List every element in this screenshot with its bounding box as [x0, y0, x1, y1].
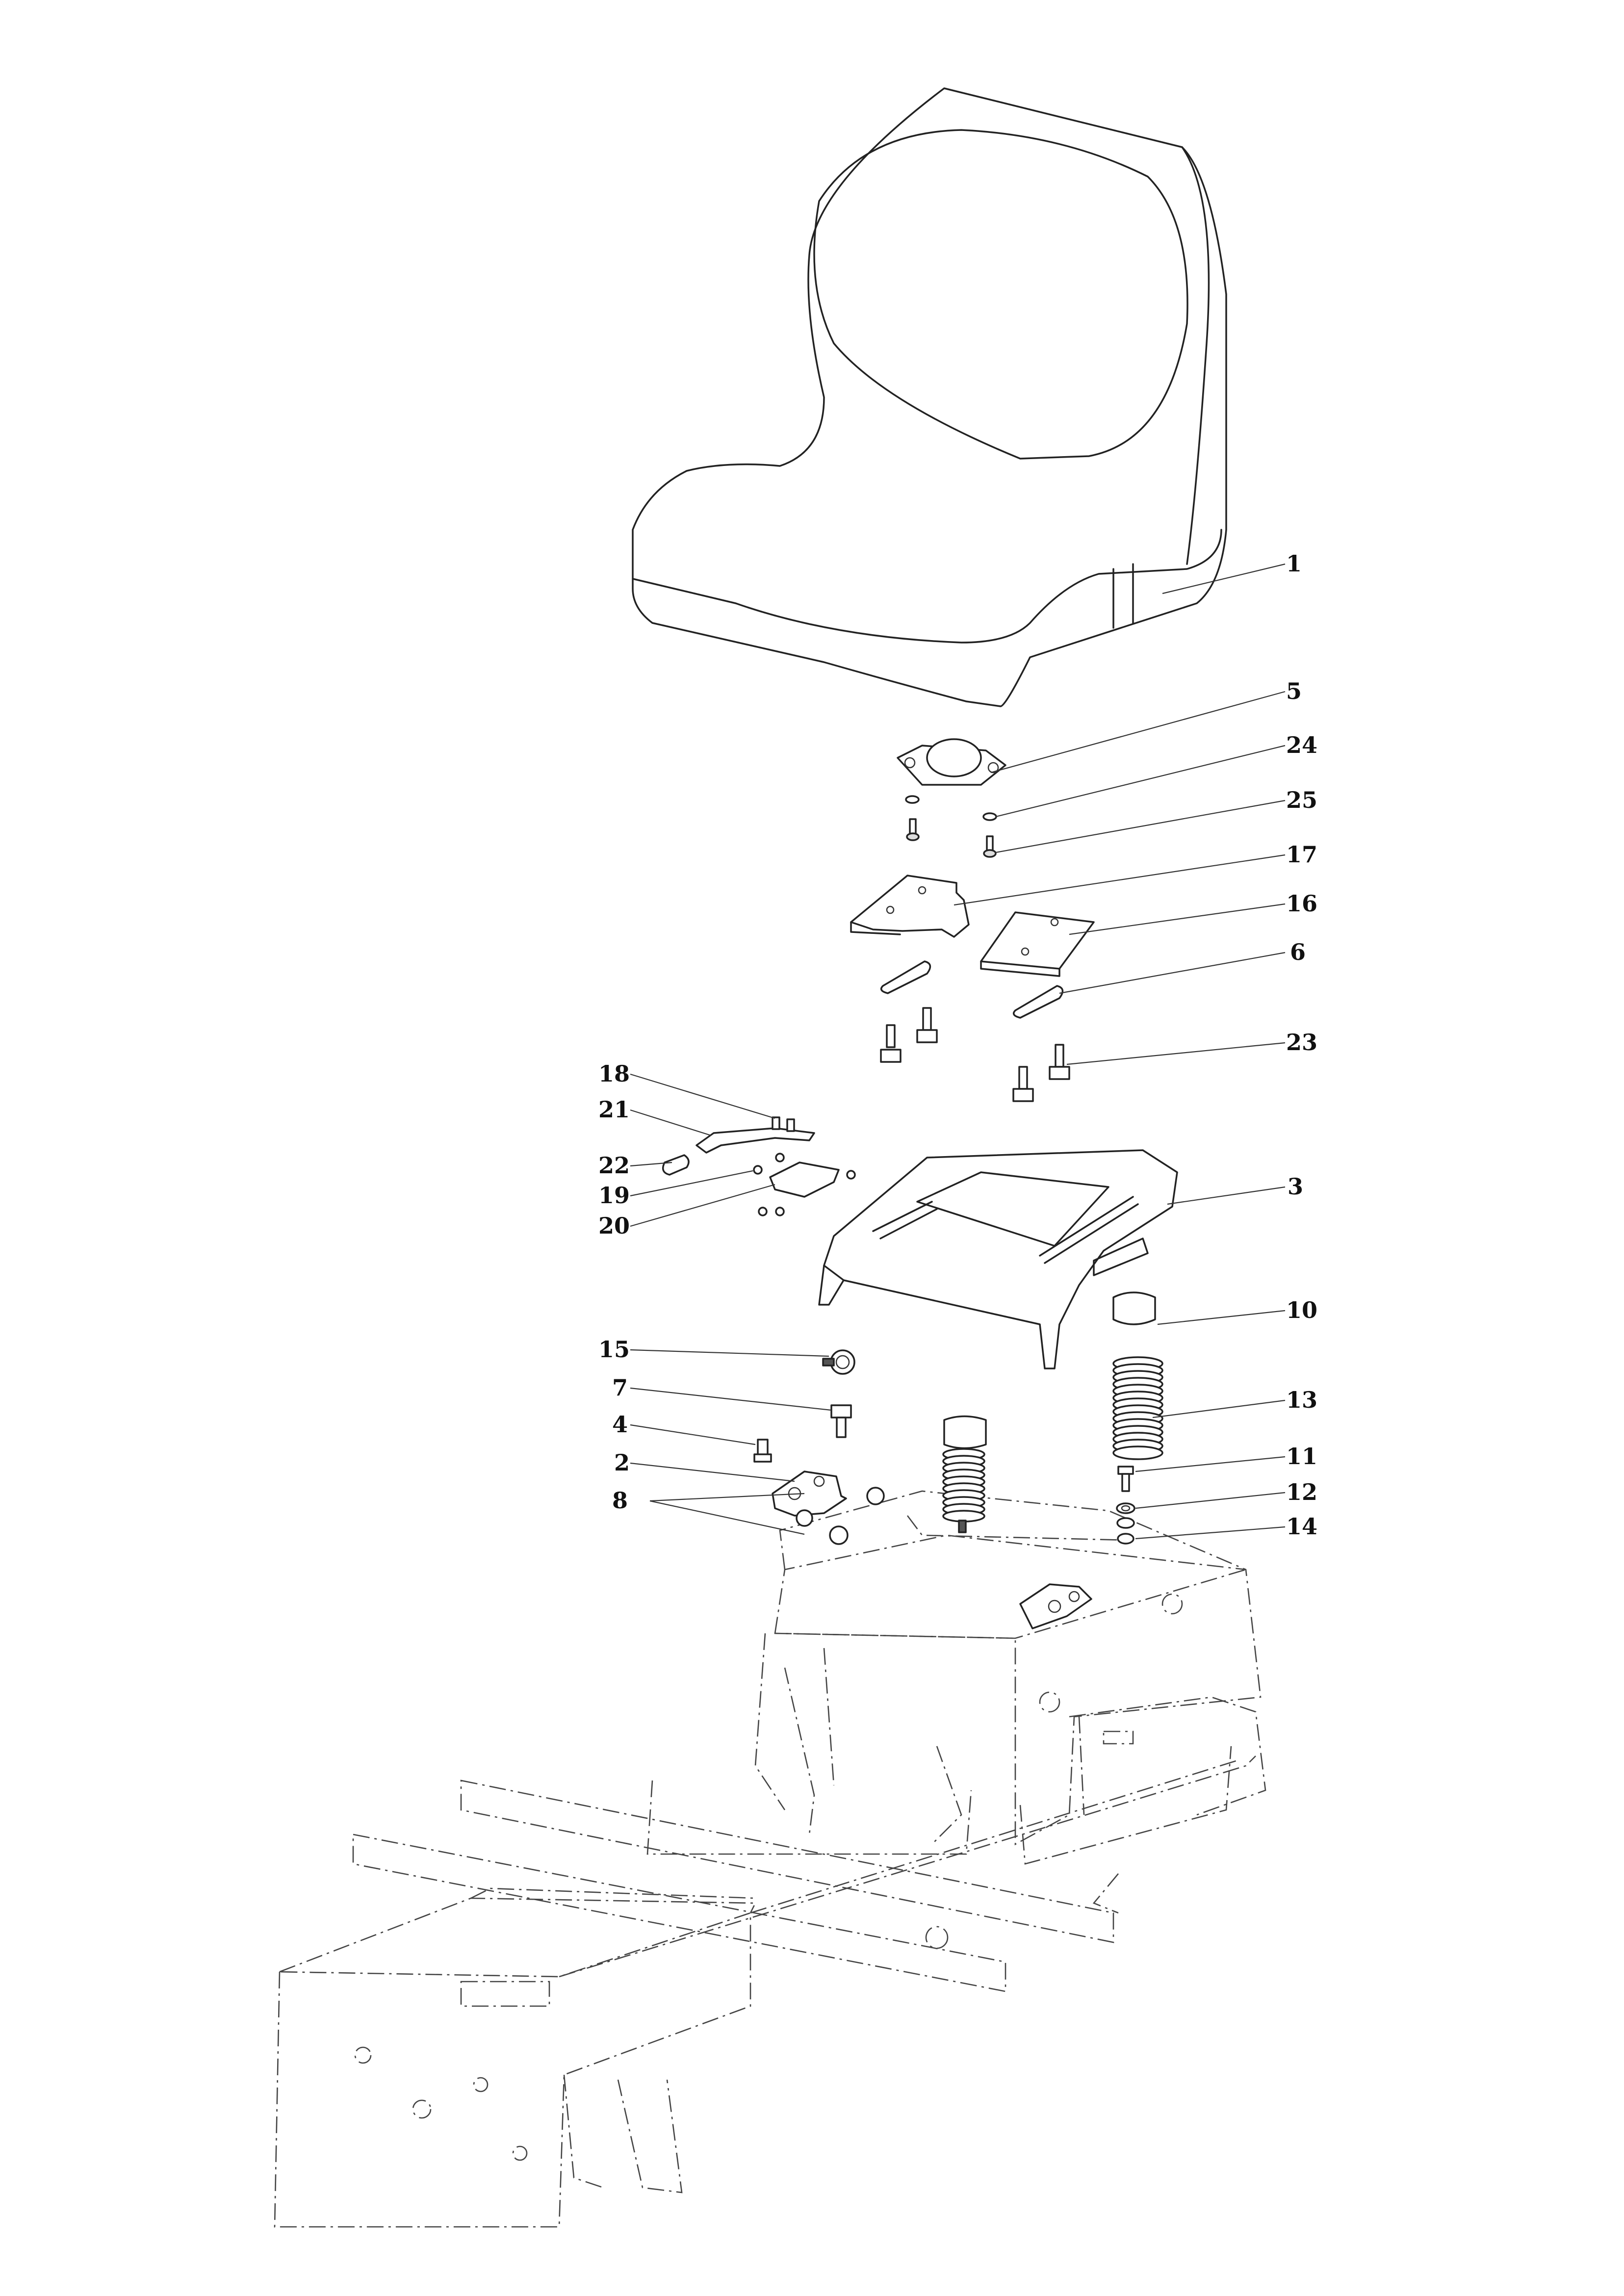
callout-5: 5: [1286, 678, 1302, 704]
seat-cushion-part: [632, 87, 1227, 707]
small-hardware-parts: [753, 1349, 855, 1463]
spring-part: [1112, 1356, 1163, 1460]
bolt-washer-nut-parts: [1116, 1466, 1135, 1545]
callout-10: 10: [1286, 1297, 1317, 1323]
callout-8: 8: [612, 1487, 628, 1514]
callout-17: 17: [1286, 841, 1317, 868]
callout-23: 23: [1286, 1029, 1317, 1056]
spring-coil: [1112, 1445, 1163, 1460]
callout-19: 19: [598, 1182, 630, 1209]
chassis-frame: [274, 1490, 1266, 2228]
callout-labels: 1 5 24 25 17 16 6 23 18 21 22 19 20 3 10…: [598, 550, 1317, 1540]
callout-21: 21: [598, 1096, 630, 1123]
callout-2: 2: [614, 1449, 630, 1476]
mounting-plate-parts: [850, 875, 1095, 977]
callout-11: 11: [1286, 1443, 1317, 1470]
callout-1: 1: [1286, 550, 1302, 577]
callout-14: 14: [1286, 1513, 1317, 1540]
hinge-bracket-parts: [772, 1470, 1092, 1629]
callout-20: 20: [598, 1212, 630, 1239]
callout-25: 25: [1286, 787, 1317, 813]
callout-6: 6: [1290, 939, 1306, 965]
callout-22: 22: [598, 1152, 630, 1179]
slot-link-parts: [880, 960, 1064, 1019]
washers-bolts-parts: [905, 795, 997, 858]
rubber-cap-part: [1112, 1291, 1156, 1325]
callout-12: 12: [1286, 1479, 1317, 1505]
seat-bracket-part: [818, 1149, 1178, 1369]
flange-bolt-parts: [880, 1007, 1070, 1102]
pivot-plate-part: [897, 738, 1006, 786]
leader-lines: [630, 563, 1286, 1540]
callout-24: 24: [1286, 732, 1317, 758]
callout-18: 18: [598, 1060, 630, 1087]
callout-4: 4: [612, 1411, 628, 1438]
callout-13: 13: [1286, 1387, 1317, 1413]
callout-7: 7: [612, 1374, 628, 1401]
callout-16: 16: [1286, 890, 1317, 917]
callout-15: 15: [598, 1336, 630, 1363]
bellows-spring-part: [942, 1415, 987, 1533]
callout-3: 3: [1288, 1173, 1303, 1200]
adjustment-lever-parts: [662, 1116, 856, 1216]
